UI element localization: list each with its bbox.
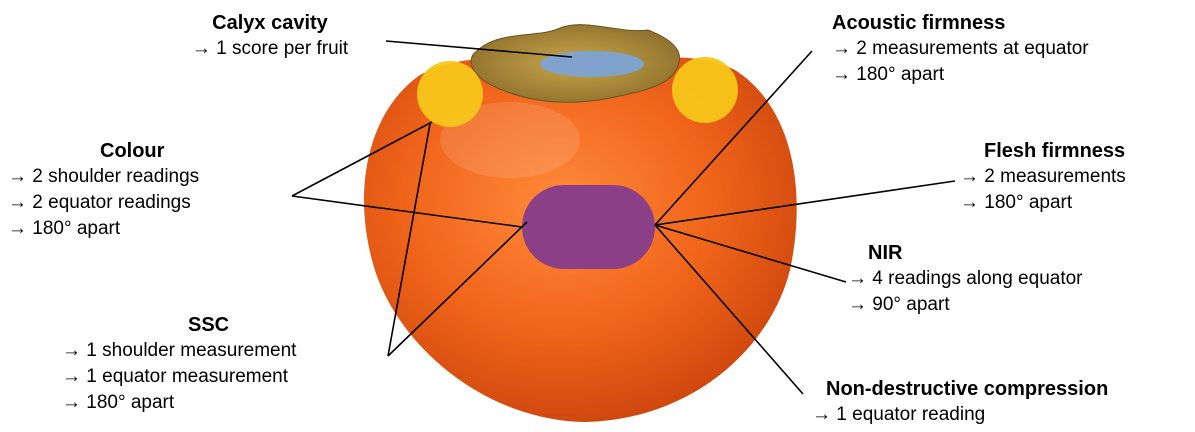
- ssc-line-1: → 1 shoulder measurement: [62, 338, 296, 364]
- ssc-line-2: → 1 equator measurement: [62, 364, 296, 390]
- flesh-line-1: → 2 measurements: [960, 164, 1126, 190]
- flesh-title: Flesh firmness: [960, 138, 1126, 164]
- equator-marker: [522, 185, 655, 269]
- nir-line-2: → 90° apart: [848, 292, 1083, 318]
- colour-line-3: → 180° apart: [8, 216, 199, 242]
- flesh-line-2: → 180° apart: [960, 190, 1126, 216]
- label-nir: NIR → 4 readings along equator → 90° apa…: [848, 240, 1083, 318]
- ndc-line-1: → 1 equator reading: [812, 402, 1108, 428]
- label-non-destructive-compression: Non-destructive compression → 1 equator …: [812, 376, 1108, 428]
- shoulder-marker-right: [672, 57, 738, 123]
- calyx-line-1: → 1 score per fruit: [140, 36, 400, 62]
- label-flesh-firmness: Flesh firmness → 2 measurements → 180° a…: [960, 138, 1126, 216]
- label-acoustic-firmness: Acoustic firmness → 2 measurements at eq…: [832, 10, 1089, 88]
- nir-title: NIR: [848, 240, 1083, 266]
- label-ssc: SSC → 1 shoulder measurement → 1 equator…: [62, 312, 296, 416]
- ssc-line-3: → 180° apart: [62, 390, 296, 416]
- label-colour: Colour → 2 shoulder readings → 2 equator…: [8, 138, 199, 242]
- colour-line-1: → 2 shoulder readings: [8, 164, 199, 190]
- colour-title: Colour: [8, 138, 199, 164]
- ssc-title: SSC: [62, 312, 296, 338]
- acoustic-line-1: → 2 measurements at equator: [832, 36, 1089, 62]
- ndc-title: Non-destructive compression: [812, 376, 1108, 402]
- label-calyx-cavity: Calyx cavity → 1 score per fruit: [140, 10, 400, 62]
- nir-line-1: → 4 readings along equator: [848, 266, 1083, 292]
- acoustic-line-2: → 180° apart: [832, 62, 1089, 88]
- shoulder-marker-left: [417, 61, 483, 127]
- acoustic-title: Acoustic firmness: [832, 10, 1089, 36]
- calyx-title: Calyx cavity: [140, 10, 400, 36]
- colour-line-2: → 2 equator readings: [8, 190, 199, 216]
